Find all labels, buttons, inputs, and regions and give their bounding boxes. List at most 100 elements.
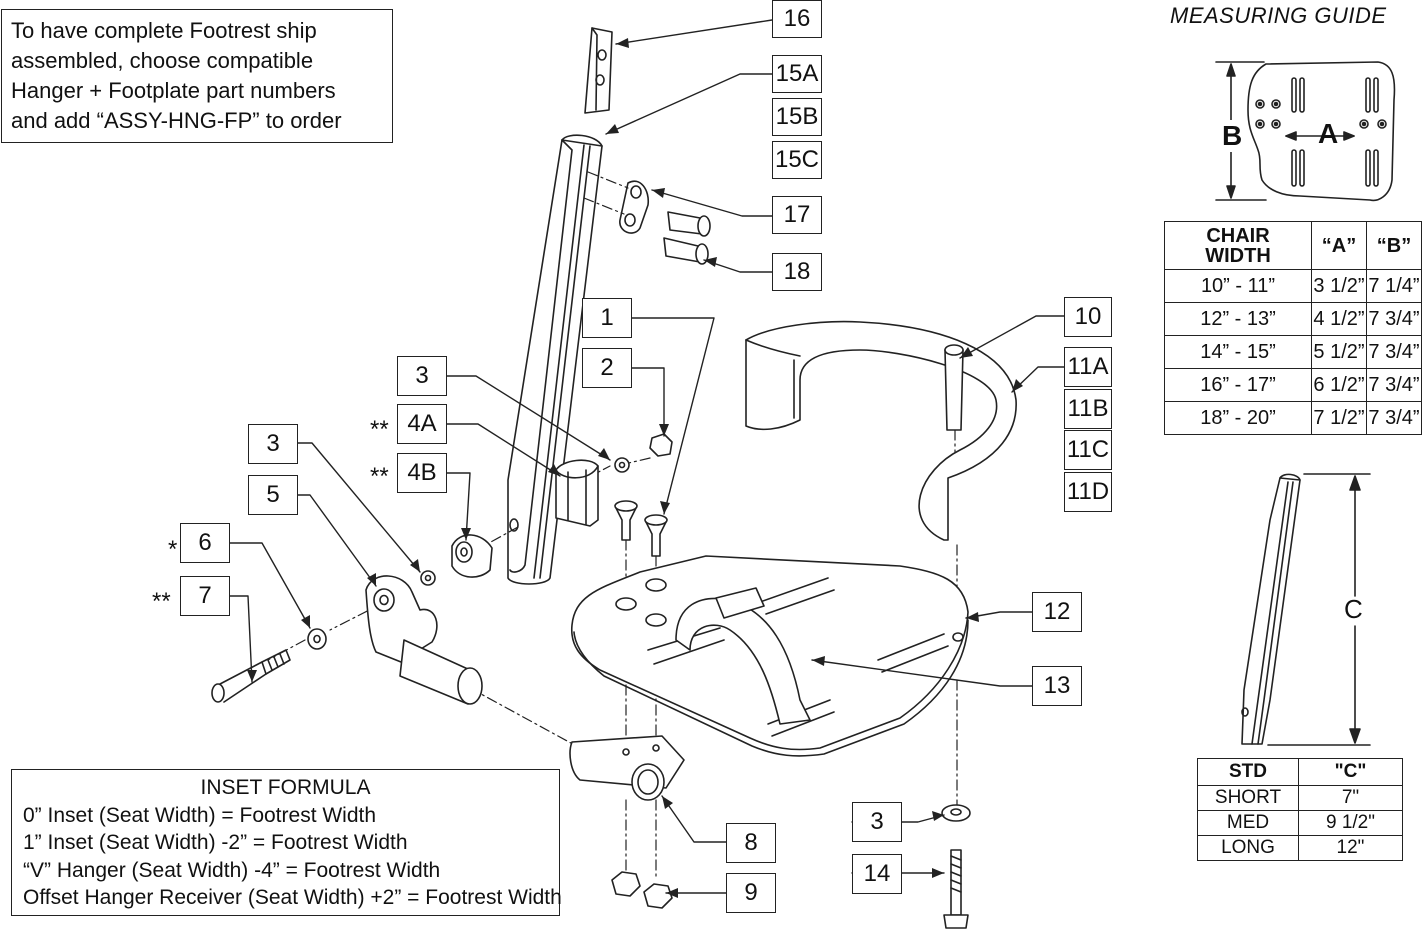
table-cell: 7 1/2” xyxy=(1311,401,1367,435)
table-cell: 12" xyxy=(1298,835,1403,861)
table-cell: 5 1/2” xyxy=(1311,335,1367,369)
guide-footplate-drawing xyxy=(1215,61,1396,202)
note-line: Hanger + Footplate part numbers xyxy=(11,78,336,103)
note-line: assembled, choose compatible xyxy=(11,48,314,73)
table-cell: 7 3/4” xyxy=(1366,401,1422,435)
asterisk-7: ** xyxy=(152,588,171,615)
asterisk-6: * xyxy=(168,536,178,563)
table-cell: 3 1/2” xyxy=(1311,269,1367,303)
hanger-length-table: STD "C" SHORT 7" MED 9 1/2" LONG 12" xyxy=(1197,758,1403,861)
pin xyxy=(944,344,964,431)
washer-3 xyxy=(614,457,630,473)
callout-11b: 11B xyxy=(1064,389,1112,429)
callout-11c: 11C xyxy=(1064,430,1112,470)
callout-15a: 15A xyxy=(772,55,822,93)
washer-6 xyxy=(307,628,327,650)
table-header: “A” xyxy=(1311,221,1367,270)
callout-1: 1 xyxy=(582,298,632,338)
callout-8: 8 xyxy=(726,823,776,863)
table-header: “B” xyxy=(1366,221,1422,270)
chair-width-table: CHAIR WIDTH “A” “B” 10” - 11” 3 1/2” 7 1… xyxy=(1164,221,1422,435)
table-header: STD xyxy=(1197,758,1299,786)
callout-3-mid: 3 xyxy=(248,424,298,464)
callout-3-top: 3 xyxy=(397,356,447,396)
callout-15c: 15C xyxy=(772,141,822,179)
shoulder-bolt xyxy=(211,649,291,703)
table-header: "C" xyxy=(1298,758,1403,786)
measuring-guide-title: MEASURING GUIDE xyxy=(1170,3,1387,28)
callout-17: 17 xyxy=(772,196,822,234)
callout-9: 9 xyxy=(726,873,776,913)
cam-part xyxy=(451,534,493,578)
table-cell: LONG xyxy=(1197,835,1299,861)
table-row: 14” - 15” 5 1/2” 7 3/4” xyxy=(1164,335,1422,369)
callout-10: 10 xyxy=(1064,297,1112,337)
washer-bottom xyxy=(941,804,971,822)
callout-12: 12 xyxy=(1032,592,1082,632)
top-clip xyxy=(584,27,613,114)
table-cell: 10” - 11” xyxy=(1164,269,1312,303)
table-cell: 9 1/2" xyxy=(1298,810,1403,836)
leader-arrowheads xyxy=(247,38,1023,898)
table-cell: 7 3/4” xyxy=(1366,368,1422,402)
table-cell: 16” - 17” xyxy=(1164,368,1312,402)
callout-5: 5 xyxy=(248,475,298,515)
inset-formula-title: INSET FORMULA xyxy=(200,776,371,799)
dimension-c-label: C xyxy=(1344,594,1363,624)
inset-formula-line: “V” Hanger (Seat Width) -4” = Footrest W… xyxy=(23,858,441,882)
table-cell: MED xyxy=(1197,810,1299,836)
table-header: CHAIR WIDTH xyxy=(1164,221,1312,270)
table-cell: 4 1/2” xyxy=(1311,302,1367,336)
clamp-plate xyxy=(619,180,711,265)
asterisk-4a: ** xyxy=(370,416,389,443)
table-row: SHORT 7" xyxy=(1197,785,1403,811)
table-cell: 7 3/4” xyxy=(1366,302,1422,336)
heel-loop xyxy=(745,320,1017,541)
callout-14: 14 xyxy=(852,854,902,894)
table-row: MED 9 1/2" xyxy=(1197,810,1403,836)
note-line: and add “ASSY-HNG-FP” to order xyxy=(11,108,342,133)
callout-3-bottom: 3 xyxy=(852,802,902,842)
clamp-receiver xyxy=(555,459,599,527)
callout-2: 2 xyxy=(582,348,632,388)
long-bolt xyxy=(943,849,969,929)
inset-formula-line: 0” Inset (Seat Width) = Footrest Width xyxy=(23,803,377,827)
inset-formula-line: 1” Inset (Seat Width) -2” = Footrest Wid… xyxy=(23,831,408,854)
assembly-note: To have complete Footrest ship assembled… xyxy=(1,9,393,143)
callout-7: 7 xyxy=(180,576,230,616)
table-cell: SHORT xyxy=(1197,785,1299,811)
table-cell: 18” - 20” xyxy=(1164,401,1312,435)
callout-15b: 15B xyxy=(772,98,822,136)
table-cell: 7" xyxy=(1298,785,1403,811)
hanger-bracket xyxy=(365,575,483,705)
nut-9 xyxy=(611,871,641,897)
callout-18: 18 xyxy=(772,253,822,291)
inset-formula-box: INSET FORMULA 0” Inset (Seat Width) = Fo… xyxy=(11,769,562,916)
callout-11a: 11A xyxy=(1064,347,1112,387)
callout-13: 13 xyxy=(1032,666,1082,706)
table-row: LONG 12" xyxy=(1197,835,1403,861)
guide-hanger-drawing xyxy=(1241,473,1371,746)
inset-formula-line: Offset Hanger Receiver (Seat Width) +2” … xyxy=(23,886,562,909)
table-cell: 6 1/2” xyxy=(1311,368,1367,402)
callout-6: 6 xyxy=(180,523,230,563)
callout-4a: 4A xyxy=(397,404,447,444)
callout-16: 16 xyxy=(772,0,822,38)
table-row: 10” - 11” 3 1/2” 7 1/4” xyxy=(1164,269,1422,303)
callout-4b: 4B xyxy=(397,453,447,493)
foot-strap xyxy=(675,587,811,725)
table-cell: 7 1/4” xyxy=(1366,269,1422,303)
flat-head-screws xyxy=(614,500,668,557)
table-cell: 14” - 15” xyxy=(1164,335,1312,369)
note-line: To have complete Footrest ship xyxy=(11,18,317,43)
hanger-tube xyxy=(507,134,603,585)
receiver-block xyxy=(569,735,685,801)
nut-2 xyxy=(649,433,673,457)
table-cell: 12” - 13” xyxy=(1164,302,1312,336)
callout-11d: 11D xyxy=(1064,472,1112,512)
table-row: 18” - 20” 7 1/2” 7 3/4” xyxy=(1164,401,1422,435)
table-row: 12” - 13” 4 1/2” 7 3/4” xyxy=(1164,302,1422,336)
dimension-b-label: B xyxy=(1222,120,1243,152)
table-cell: 7 3/4” xyxy=(1366,335,1422,369)
asterisk-4b: ** xyxy=(370,463,389,490)
